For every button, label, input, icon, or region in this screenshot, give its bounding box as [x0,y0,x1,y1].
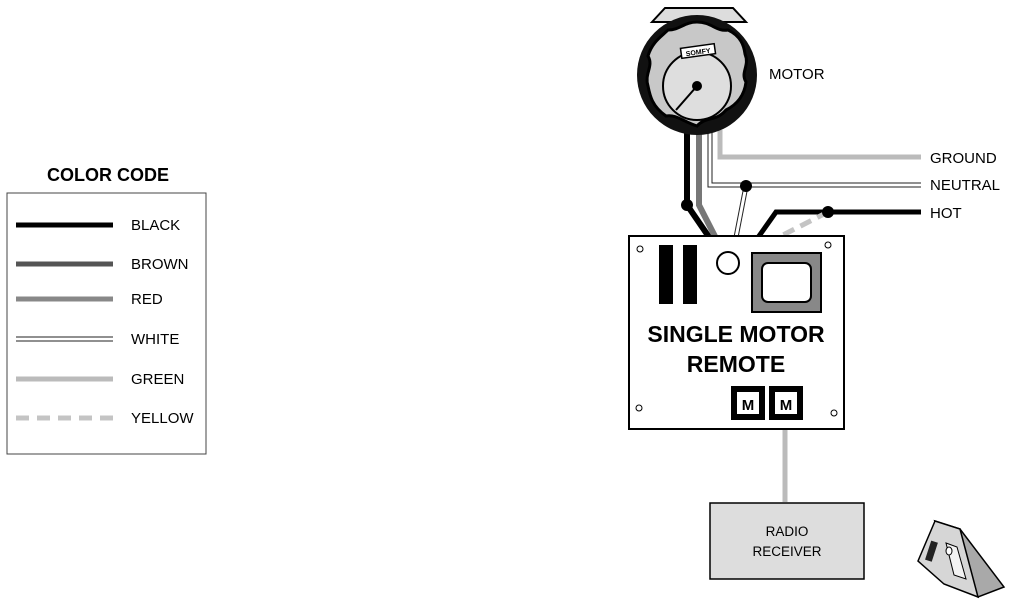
hot-label: HOT [930,205,962,222]
mount-hole [824,241,832,249]
mount-hole [635,404,643,412]
motor-dial-center [692,81,702,91]
board-component-bar [683,245,697,304]
board-title-line1: SINGLE MOTOR [647,321,825,347]
mount-hole [636,245,644,253]
wire-terminal [716,251,740,275]
single-motor-remote-board: SINGLE MOTOR REMOTE M M [628,235,845,430]
legend-label-red: RED [131,291,163,308]
motor: SOMFY MOTOR [637,7,825,135]
junction-dot-black [681,199,693,211]
port-m1-face [737,392,759,414]
neutral-label: NEUTRAL [930,177,1000,194]
ground-wire [717,130,921,160]
legend-label-green: GREEN [131,371,184,388]
port-m2-label: M [780,397,793,414]
motor-dial-indicator [675,85,698,111]
port-m2-face [775,392,797,414]
mount-hole [830,409,838,417]
receiver-box [709,502,865,580]
wire-labels: GROUND NEUTRAL HOT [930,150,1000,222]
motor-brand: SOMFY [685,48,711,58]
remote-button-icon [945,546,953,556]
receiver-label-line1: RADIO [766,524,809,539]
legend-label-black: BLACK [131,217,180,234]
board-component-bar [659,245,673,304]
remote-transmitter [917,519,1006,599]
legend-title: COLOR CODE [47,165,169,185]
radio-receiver: RADIO RECEIVER [709,502,865,580]
legend-label-white: WHITE [131,331,179,348]
ground-label: GROUND [930,150,997,167]
motor-label: MOTOR [769,66,825,83]
hot-wire [749,209,921,248]
port-m1-label: M [742,397,755,414]
receiver-label-line2: RECEIVER [752,544,821,559]
board-title-line2: REMOTE [687,351,785,377]
junction-dot-neutral [740,180,752,192]
motor-brand-plate [679,42,717,60]
legend-label-yellow: YELLOW [131,410,194,427]
remote-button-strip [925,540,938,562]
junction-dot-hot [822,206,834,218]
color-code-legend: COLOR CODE BLACK BROWN RED WHITE GREEN Y… [6,165,207,455]
board-relay-window [761,262,812,303]
legend-label-brown: BROWN [131,256,189,273]
legend-box [6,192,207,455]
